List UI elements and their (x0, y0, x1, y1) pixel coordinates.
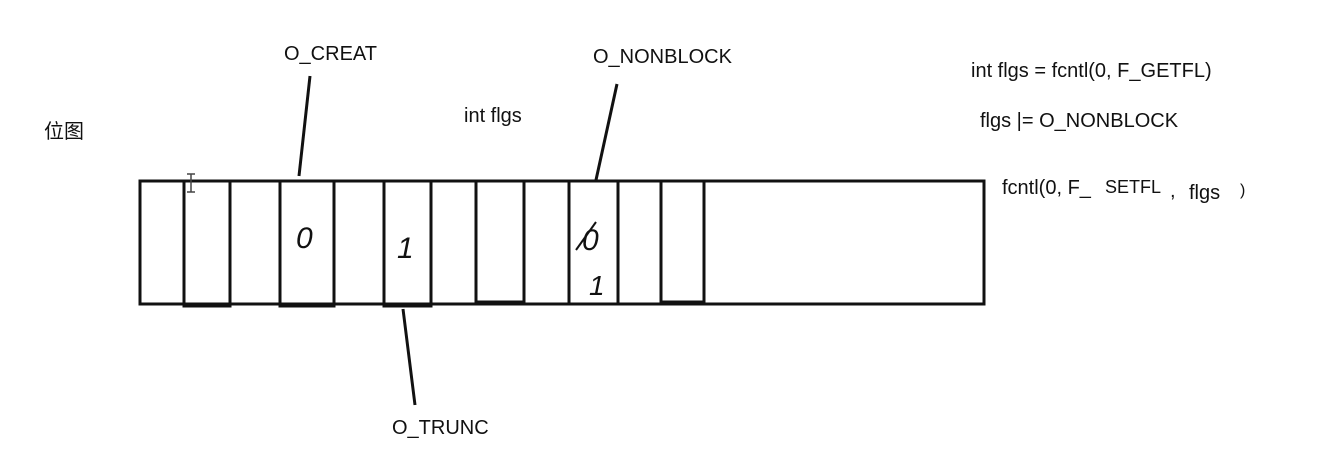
code-line-or-nonblock: flgs |= O_NONBLOCK (980, 110, 1179, 132)
bit-value-o-creat: 0 (296, 222, 313, 255)
flag-label-o-trunc: O_TRUNC (392, 417, 489, 439)
variable-label: int flgs (464, 105, 522, 127)
bit-cell (474, 179, 526, 304)
bit-cell (182, 179, 232, 308)
flag-label-o-creat: O_CREAT (284, 43, 377, 65)
setfl-flag: SETFL (1105, 177, 1161, 197)
bitmap-bar (138, 179, 986, 306)
code-line-getfl: int flgs = fcntl(0, F_GETFL) (971, 60, 1212, 82)
setfl-arg: flgs (1189, 182, 1220, 204)
text-cursor-icon (187, 173, 195, 193)
bitmap-title: 位图 (44, 120, 84, 143)
bit-cell-o-trunc (382, 179, 433, 308)
setfl-prefix: fcntl(0, F_ (1002, 177, 1092, 199)
bit-cell (659, 179, 706, 304)
bit-cell-o-nonblock (567, 179, 620, 306)
bit-value-o-trunc: 1 (397, 232, 414, 265)
strike-mark (575, 221, 597, 251)
pointer-o-nonblock (594, 83, 619, 181)
bit-value-o-nonblock-old: 0 (582, 224, 599, 257)
flag-label-o-nonblock: O_NONBLOCK (593, 46, 733, 68)
setfl-comma: , (1170, 180, 1176, 202)
code-line-setfl: fcntl(0, F_ SETFL , flgs ) (1002, 177, 1245, 204)
bit-cell-o-creat (278, 179, 336, 308)
setfl-close: ) (1240, 182, 1245, 199)
bit-value-o-nonblock-new: 1 (589, 270, 605, 301)
pointer-o-trunc (401, 308, 417, 406)
pointer-o-creat (297, 75, 312, 177)
